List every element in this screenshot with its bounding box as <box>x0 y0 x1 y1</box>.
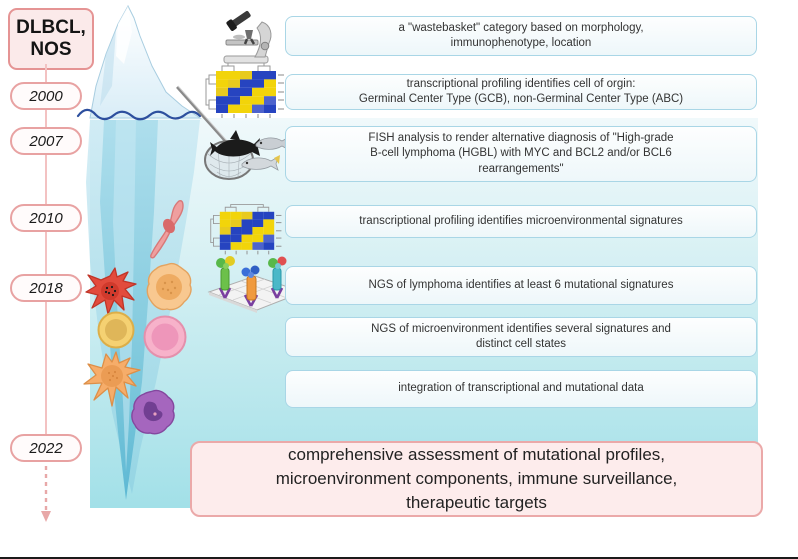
timeline-arrow-icon <box>41 466 51 522</box>
info-box-ngs-lymphoma: NGS of lymphoma identifies at least 6 mu… <box>285 266 757 305</box>
diagram-title: DLBCL, NOS <box>8 8 94 70</box>
antibody-2 <box>241 265 260 307</box>
iceberg-peak-highlight <box>116 6 132 64</box>
waterline-icon <box>76 108 202 121</box>
antibody-1 <box>216 256 235 299</box>
info-box-ngs-microenv: NGS of microenvironment identifies sever… <box>285 317 757 357</box>
fish-net-icon <box>176 85 291 180</box>
year-pill-2007: 2007 <box>10 127 82 155</box>
purple-monocyte-icon <box>131 389 175 435</box>
antibody-array-icon <box>207 256 305 313</box>
year-pill-2000: 2000 <box>10 82 82 110</box>
timeline-line <box>45 64 47 438</box>
macrophage-cell-icon <box>146 262 192 311</box>
image-bottom-border <box>0 557 798 559</box>
info-box-microenv-signatures: transcriptional profiling identifies mic… <box>285 205 757 238</box>
yellow-lymphocyte-icon <box>97 311 135 349</box>
year-pill-2022: 2022 <box>10 434 82 462</box>
microscope-icon <box>223 11 272 64</box>
info-box-cell-of-origin: transcriptional profiling identifies cel… <box>285 74 757 110</box>
small-fish-2 <box>241 155 280 171</box>
red-dendritic-cell-icon <box>85 267 137 315</box>
fibroblast-cell-icon <box>150 200 184 259</box>
orange-dendritic-cell-icon <box>83 351 141 407</box>
antibody-3 <box>268 256 287 299</box>
year-pill-2010: 2010 <box>10 204 82 232</box>
info-box-wastebasket: a "wastebasket" category based on morpho… <box>285 16 757 56</box>
summary-box: comprehensive assessment of mutational p… <box>190 441 763 517</box>
year-pill-2018: 2018 <box>10 274 82 302</box>
info-box-integration: integration of transcriptional and mutat… <box>285 370 757 408</box>
big-fish <box>210 130 260 157</box>
heatmap-cluster-icon-2 <box>210 204 282 255</box>
iceberg-peak-shade <box>100 30 116 106</box>
info-box-fish-analysis: FISH analysis to render alternative diag… <box>285 126 757 182</box>
pink-tumor-cell-icon <box>143 315 187 359</box>
heatmap-cluster-icon <box>205 62 284 118</box>
